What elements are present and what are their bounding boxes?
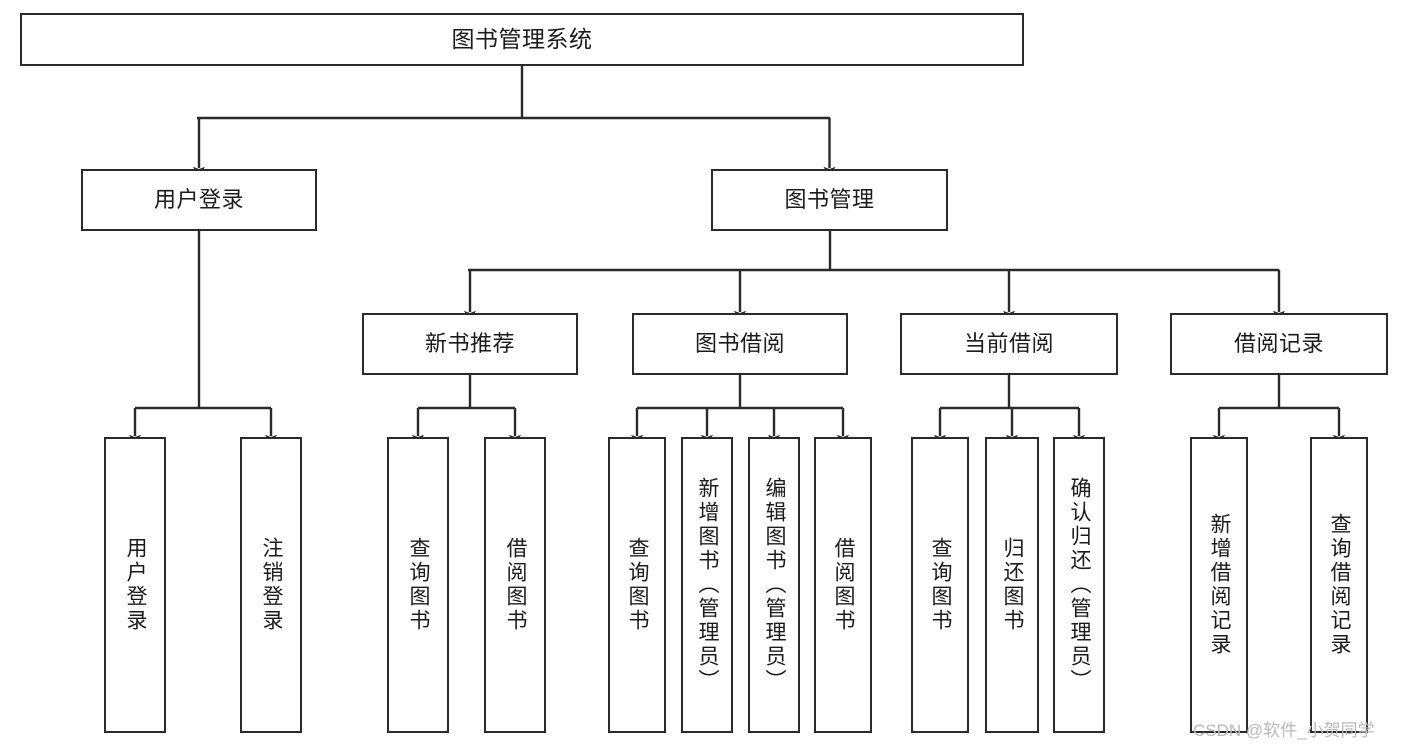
node-leaf-query-borrow-record[interactable]: 查询借阅记录: [1310, 437, 1368, 733]
node-label: 编辑图书（管理员）: [763, 477, 787, 693]
node-leaf-query-book-2[interactable]: 查询图书: [608, 437, 666, 733]
node-leaf-add-borrow-record[interactable]: 新增借阅记录: [1190, 437, 1248, 733]
node-label: 查询图书: [407, 537, 431, 633]
connector-lines: [129, 66, 1345, 446]
node-leaf-borrow-book-1[interactable]: 借阅图书: [484, 437, 546, 733]
node-label: 用户登录: [124, 537, 148, 633]
node-label: 新增借阅记录: [1208, 513, 1232, 657]
node-label: 图书管理系统: [451, 25, 593, 52]
node-label: 确认归还（管理员）: [1068, 477, 1092, 693]
node-leaf-query-book-3[interactable]: 查询图书: [911, 437, 969, 733]
node-leaf-confirm-return[interactable]: 确认归还（管理员）: [1053, 437, 1105, 733]
node-label: 当前借阅: [963, 331, 1054, 357]
node-current-borrow[interactable]: 当前借阅: [900, 313, 1118, 375]
node-leaf-user-login[interactable]: 用户登录: [104, 437, 166, 733]
node-label: 借阅图书: [504, 537, 528, 633]
node-leaf-borrow-book-2[interactable]: 借阅图书: [814, 437, 872, 733]
node-leaf-user-logout[interactable]: 注销登录: [240, 437, 302, 733]
node-label: 借阅记录: [1233, 331, 1324, 357]
node-label: 新增图书（管理员）: [696, 477, 720, 693]
node-label: 查询图书: [626, 537, 650, 633]
node-label: 注销登录: [260, 537, 284, 633]
node-label: 归还图书: [1001, 537, 1025, 633]
node-label: 新书推荐: [424, 331, 515, 357]
node-label: 图书管理: [784, 187, 875, 213]
node-label: 用户登录: [153, 187, 244, 213]
node-borrow-record[interactable]: 借阅记录: [1170, 313, 1388, 375]
node-user-login[interactable]: 用户登录: [81, 169, 317, 231]
node-root[interactable]: 图书管理系统: [20, 13, 1024, 66]
csdn-watermark: CSDN @软件_小贺同学: [1193, 721, 1375, 740]
node-label: 借阅图书: [832, 537, 856, 633]
node-label: 图书借阅: [694, 331, 785, 357]
node-label: 查询借阅记录: [1328, 513, 1352, 657]
node-label: 查询图书: [929, 537, 953, 633]
node-leaf-query-book-1[interactable]: 查询图书: [387, 437, 449, 733]
node-new-book-recommend[interactable]: 新书推荐: [362, 313, 578, 375]
node-leaf-return-book[interactable]: 归还图书: [985, 437, 1039, 733]
node-leaf-add-book[interactable]: 新增图书（管理员）: [681, 437, 733, 733]
node-leaf-edit-book[interactable]: 编辑图书（管理员）: [748, 437, 800, 733]
node-book-manage[interactable]: 图书管理: [711, 169, 948, 231]
node-book-borrow[interactable]: 图书借阅: [632, 313, 848, 375]
